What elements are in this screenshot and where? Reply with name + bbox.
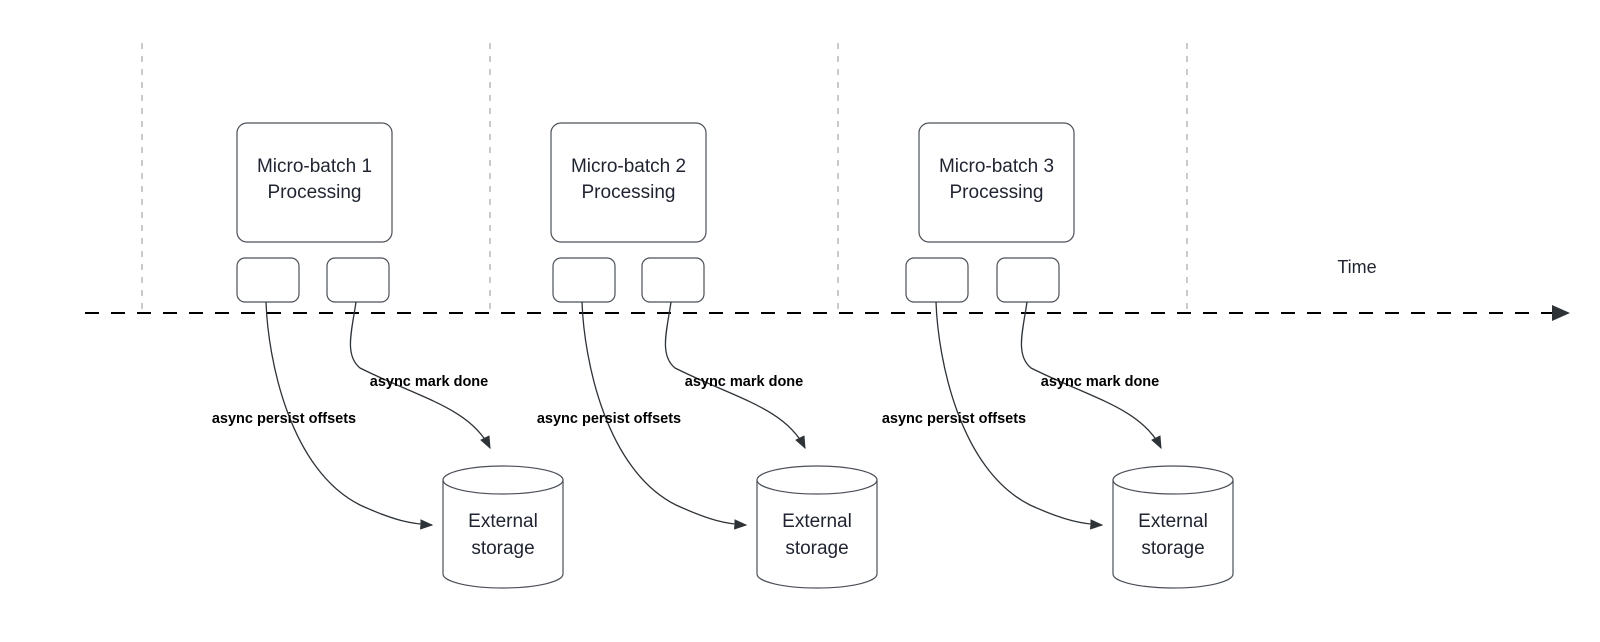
mark-done-edge-1	[349, 301, 491, 450]
external-storage-2-label-line2: storage	[785, 538, 848, 559]
external-storage-3-label-line1: External	[1138, 511, 1208, 532]
external-storage-2[interactable]: External storage	[756, 465, 878, 589]
micro-batch-2-label-line2: Processing	[582, 182, 676, 203]
persist-offsets-edge-2	[581, 301, 748, 530]
persist-offsets-edge-3	[935, 301, 1104, 530]
mark-done-label-2: async mark done	[685, 374, 803, 390]
mark-done-label-3: async mark done	[1041, 374, 1159, 390]
batch-group-3: Micro-batch 3 Processing External storag…	[882, 122, 1234, 589]
micro-batch-3-label-line2: Processing	[950, 182, 1044, 203]
external-storage-1[interactable]: External storage	[442, 465, 564, 589]
time-axis-label: Time	[1337, 257, 1376, 277]
external-storage-1-label-line2: storage	[471, 538, 534, 559]
persist-offsets-edge-1	[265, 301, 434, 530]
task-box-3a[interactable]	[905, 257, 969, 303]
external-storage-3[interactable]: External storage	[1112, 465, 1234, 589]
task-box-3b[interactable]	[996, 257, 1060, 303]
task-box-1b[interactable]	[326, 257, 390, 303]
persist-offsets-label-2: async persist offsets	[537, 411, 681, 427]
mark-done-edge-2	[664, 301, 806, 450]
batch-group-2: Micro-batch 2 Processing External storag…	[537, 122, 878, 589]
batch-group-1: Micro-batch 1 Processing External storag…	[212, 122, 564, 589]
micro-batch-3-label-line1: Micro-batch 3	[939, 156, 1054, 177]
micro-batch-1-box[interactable]	[236, 122, 393, 243]
micro-batch-1-label-line2: Processing	[268, 182, 362, 203]
task-box-1a[interactable]	[236, 257, 300, 303]
time-axis: Time	[85, 257, 1570, 321]
micro-batch-1-label-line1: Micro-batch 1	[257, 156, 372, 177]
persist-offsets-label-1: async persist offsets	[212, 411, 356, 427]
task-box-2a[interactable]	[552, 257, 616, 303]
external-storage-1-label-line1: External	[468, 511, 538, 532]
mark-done-label-1: async mark done	[370, 374, 488, 390]
persist-offsets-label-3: async persist offsets	[882, 411, 1026, 427]
micro-batch-3-box[interactable]	[918, 122, 1075, 243]
micro-batch-2-label-line1: Micro-batch 2	[571, 156, 686, 177]
micro-batch-2-box[interactable]	[550, 122, 707, 243]
mark-done-edge-3	[1020, 301, 1162, 450]
external-storage-2-label-line1: External	[782, 511, 852, 532]
external-storage-3-label-line2: storage	[1141, 538, 1204, 559]
task-box-2b[interactable]	[641, 257, 705, 303]
